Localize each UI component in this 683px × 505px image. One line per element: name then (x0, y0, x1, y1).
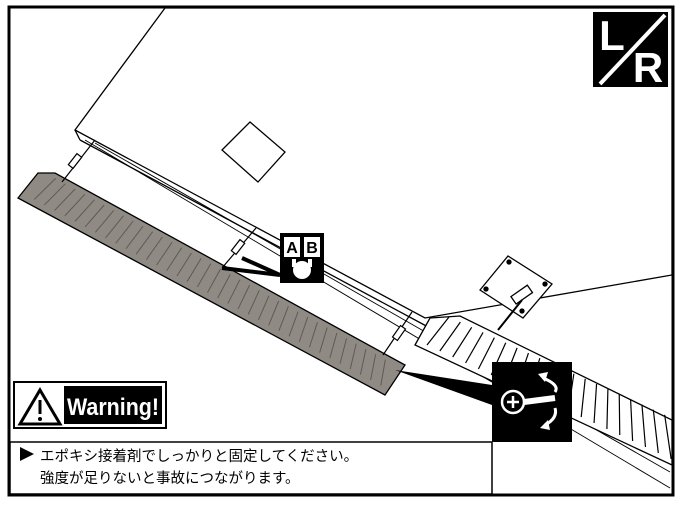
aileron-rib-line (217, 274, 231, 299)
epoxy-glue-badge: A B (221, 233, 324, 283)
strip-stripe-line (452, 326, 473, 358)
aileron-rib-line (288, 311, 299, 337)
warning-triangle-icon (17, 386, 63, 426)
aileron (17, 172, 406, 396)
aileron-rib-line (339, 338, 348, 364)
warning-title: Warning! (67, 394, 159, 421)
aileron-rib-line (380, 359, 386, 386)
aileron-rib-line (135, 231, 154, 255)
aileron-rib-line (258, 295, 270, 321)
strip-stripe-line (630, 399, 634, 442)
strip-stripe-line (465, 332, 484, 364)
aileron-rib-line (33, 177, 57, 200)
epoxy-glue-icon (292, 259, 312, 279)
aileron-rib-line (359, 348, 367, 375)
aileron-rib-line (176, 252, 192, 277)
aileron-rib-line (207, 268, 221, 293)
warning-badge: Warning! (13, 381, 167, 429)
aileron-rib-line (54, 188, 76, 211)
strip-stripe-line (652, 409, 659, 454)
aileron-rib-line (64, 193, 86, 217)
servo-arm-callout (395, 362, 572, 442)
diagram-frame (7, 5, 675, 497)
aileron-rib-line (94, 210, 115, 233)
aileron-rib-line (237, 284, 251, 310)
strip-stripe-line (426, 316, 450, 346)
aileron-rib-line (298, 316, 309, 342)
strip-stripe-line (477, 337, 495, 370)
strip-stripe-line (664, 414, 672, 460)
caption-line-2: 強度が足りないと事故につながります。 (40, 471, 300, 487)
left-right-side-icon: L R (593, 12, 668, 91)
aileron-rib-line (74, 199, 95, 222)
aileron-rib-line (268, 300, 280, 326)
side-right-letter: R (633, 44, 663, 91)
aileron-rib-line (125, 226, 144, 250)
glue-part-a-label: A (286, 240, 298, 257)
servo-arm-icon (500, 372, 558, 430)
wing-panel (74, 7, 673, 489)
aileron-rib-line (186, 258, 202, 282)
aileron-rib-line (227, 279, 241, 304)
aileron-rib-line (196, 263, 212, 288)
aileron-rib-line (308, 322, 318, 348)
pointer-arrow-icon (20, 447, 34, 461)
aileron-rib-line (145, 236, 163, 260)
glue-part-b-label: B (306, 240, 318, 257)
aileron-rib-line (349, 343, 357, 370)
caption-box (9, 441, 493, 495)
strip-stripe-line (618, 394, 621, 436)
caption-text: エポキシ接着剤でしっかりと固定してください。 強度が足りないと事故につながります… (18, 446, 488, 490)
strip-stripe-line (580, 378, 586, 418)
caption-line-1: エポキシ接着剤でしっかりと固定してください。 (40, 449, 359, 465)
aileron-rib-line (319, 327, 328, 353)
strip-stripe-line (439, 321, 461, 352)
hinge-pins (61, 139, 413, 356)
strip-stripe-line (641, 404, 647, 448)
strip-stripe-line (593, 383, 598, 424)
aileron-rib-line (329, 332, 338, 359)
aileron-rib-line (115, 220, 134, 244)
side-left-letter: L (599, 12, 625, 59)
strip-stripe-line (606, 389, 609, 430)
aileron-rib-line (166, 247, 183, 271)
aileron-rib-line (44, 183, 66, 206)
aileron-rib-line (105, 215, 124, 239)
aileron-rib-line (278, 306, 289, 331)
aileron-rib-line (156, 242, 173, 266)
aileron-rib-line (370, 354, 377, 381)
aileron-rib-line (84, 204, 105, 228)
aileron-rib-line (247, 290, 260, 315)
servo-hatch-outline (221, 121, 286, 183)
